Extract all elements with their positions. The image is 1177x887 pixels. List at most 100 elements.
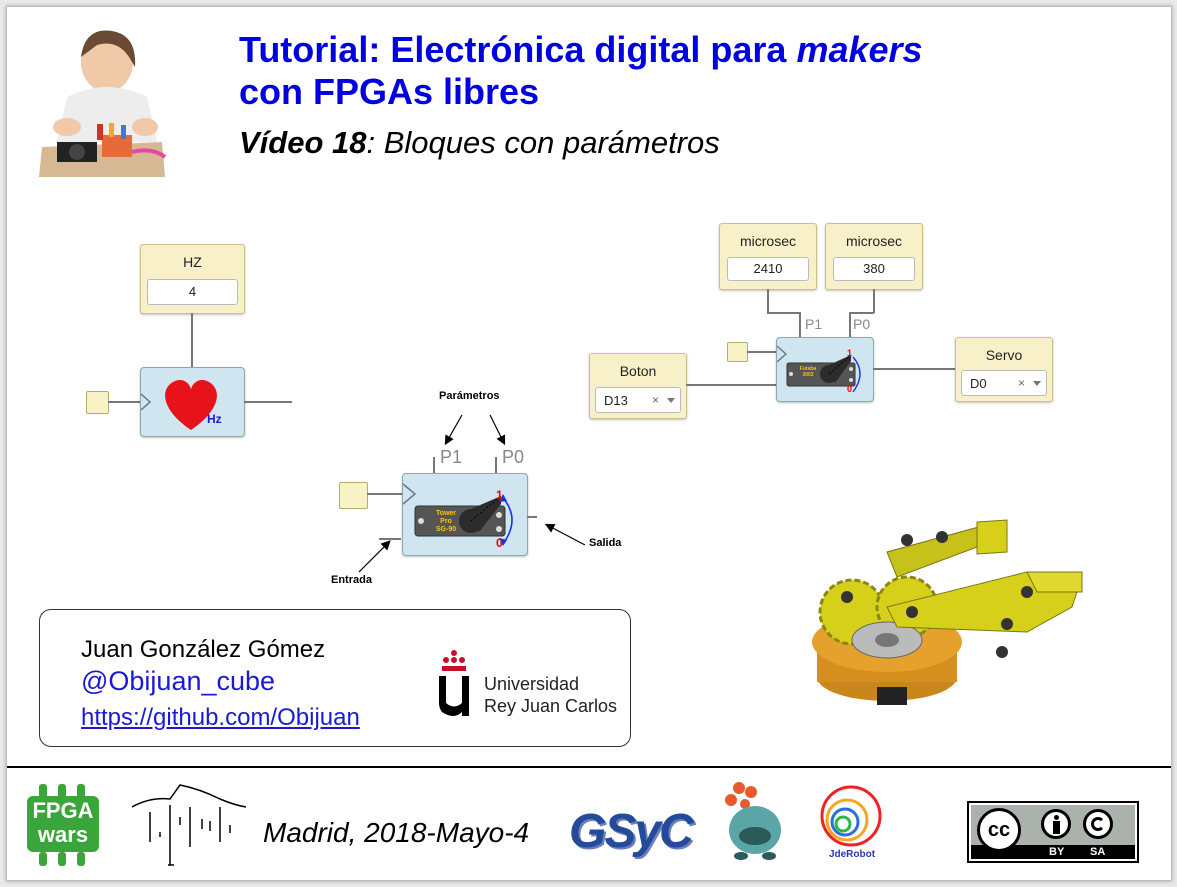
tower-mark-0: 0 xyxy=(496,536,503,550)
servo-output-wire xyxy=(527,516,537,518)
author-github-link[interactable]: https://github.com/Obijuan xyxy=(81,704,360,731)
date-location: Madrid, 2018-Mayo-4 xyxy=(263,817,530,848)
heart-block[interactable]: Hz xyxy=(140,367,245,437)
by-person-icon xyxy=(1041,809,1071,839)
center-p1-wire xyxy=(433,457,435,473)
microsec-2-wire-a xyxy=(873,289,875,313)
servo-input-port[interactable] xyxy=(339,482,368,509)
futaba-servo-text-1: Futaba xyxy=(799,366,817,372)
futaba-input-port[interactable] xyxy=(727,342,748,362)
futaba-servo-text: Futaba 3003 xyxy=(793,366,823,378)
servo-clear-icon[interactable]: × xyxy=(1018,376,1026,390)
boton-clear-icon[interactable]: × xyxy=(652,393,660,407)
hz-param-wire xyxy=(191,313,193,367)
heart-icon xyxy=(141,379,217,430)
subtitle-bold: Vídeo 18 xyxy=(239,125,367,160)
urjc-line1: Universidad xyxy=(484,674,580,694)
center-p1-label: P1 xyxy=(440,447,463,467)
gsyc-text: GSyC xyxy=(569,805,694,858)
robot-mascot-logo xyxy=(725,782,781,860)
microsec-1-value[interactable]: 2410 xyxy=(727,257,809,281)
urjc-line2: Rey Juan Carlos xyxy=(484,696,618,716)
title-line1-prefix: Tutorial: Electrónica digital para xyxy=(239,29,797,70)
microsec-1-wire-a xyxy=(767,289,769,313)
gsyc-logo: GSyC xyxy=(567,802,697,858)
center-p0-wire xyxy=(495,457,497,473)
boton-wire xyxy=(686,384,777,386)
subtitle-rest: : Bloques con parámetros xyxy=(366,125,720,160)
futaba-mark-1: 1 xyxy=(847,348,853,358)
heart-hz-label: Hz xyxy=(207,412,222,426)
microsec-2-wire-c xyxy=(849,312,851,337)
boton-title: Boton xyxy=(619,363,657,379)
servo-output-box[interactable]: Servo D0 × xyxy=(955,337,1053,402)
jderobot-text: JdeRobot xyxy=(828,849,876,860)
fpgawars-line2: wars xyxy=(37,822,89,847)
maker-photo xyxy=(37,27,167,180)
slide: Tutorial: Electrónica digital para maker… xyxy=(6,6,1172,881)
urjc-logo-icon xyxy=(439,650,469,716)
microsec-1-wire-b xyxy=(767,312,800,314)
futaba-input-wire xyxy=(747,351,777,353)
hz-param-box[interactable]: HZ 4 xyxy=(140,244,245,314)
microsec-1-title: microsec xyxy=(739,233,796,249)
tower-servo-text-3: SG-90 xyxy=(435,526,457,533)
boton-select[interactable]: D13 × xyxy=(595,387,681,413)
fpgawars-logo-icon xyxy=(27,784,99,866)
sa-share-icon xyxy=(1083,809,1113,839)
servo-chevron-down-icon[interactable] xyxy=(1033,381,1041,386)
heart-input-wire xyxy=(108,401,141,403)
microsec-param-1[interactable]: microsec 2410 xyxy=(719,223,817,290)
author-handle[interactable]: @Obijuan_cube xyxy=(81,666,276,696)
cc-sa-label: SA xyxy=(1090,846,1106,858)
annotation-entrada: Entrada xyxy=(331,574,372,586)
microsec-2-value[interactable]: 380 xyxy=(833,257,915,281)
fpgawars-line1: FPGA xyxy=(32,798,94,823)
microsec-2-wire-b xyxy=(849,312,874,314)
sketch-logo xyxy=(131,784,247,866)
tower-servo-icon xyxy=(403,483,513,546)
annotation-parametros: Parámetros xyxy=(439,390,500,402)
right-p1-label: P1 xyxy=(805,316,823,332)
jderobot-logo-icon xyxy=(820,785,882,847)
center-p0-label: P0 xyxy=(502,447,525,467)
futaba-servo-icon xyxy=(777,345,861,393)
servo-select[interactable]: D0 × xyxy=(961,370,1047,396)
servo-out-wire xyxy=(873,368,956,370)
hz-param-title: HZ xyxy=(183,254,202,270)
servo-select-value: D0 xyxy=(970,376,987,391)
jderobot-logo: JdeRobot xyxy=(817,784,887,864)
heart-output-wire xyxy=(244,401,292,403)
right-p0-label: P0 xyxy=(853,316,871,332)
boton-chevron-down-icon[interactable] xyxy=(667,398,675,403)
cc-license-badge: cc BY SA xyxy=(967,801,1139,863)
hz-param-value[interactable]: 4 xyxy=(147,279,238,305)
center-annotation-arrows xyxy=(358,414,586,573)
cc-by-label: BY xyxy=(1049,846,1065,858)
cc-badge-bottom xyxy=(971,845,1135,859)
cc-icon: cc xyxy=(977,808,1021,852)
tower-servo-block[interactable]: Tower Pro SG-90 1 0 xyxy=(402,473,528,556)
fpgawars-logo: FPGA wars xyxy=(25,784,101,866)
tower-servo-text-2: Pro xyxy=(440,518,452,525)
robot-gripper-image xyxy=(812,519,1083,705)
microsec-param-2[interactable]: microsec 380 xyxy=(825,223,923,290)
annotation-salida: Salida xyxy=(589,537,622,549)
boton-input-box[interactable]: Boton D13 × xyxy=(589,353,687,419)
tower-servo-text: Tower Pro SG-90 xyxy=(428,510,464,534)
futaba-mark-0: 0 xyxy=(847,384,853,394)
microsec-1-wire-c xyxy=(799,312,801,337)
microsec-2-title: microsec xyxy=(845,233,902,249)
author-box: Juan González Gómez @Obijuan_cube https:… xyxy=(39,609,631,747)
heart-input-port[interactable] xyxy=(86,391,109,414)
author-name: Juan González Gómez xyxy=(81,636,326,663)
tutorial-title: Tutorial: Electrónica digital para maker… xyxy=(239,29,1099,113)
title-line2: con FPGAs libres xyxy=(239,71,540,112)
servo-left-wire xyxy=(379,538,401,540)
footer-divider xyxy=(7,766,1171,768)
tower-mark-1: 1 xyxy=(496,488,503,502)
tower-servo-text-1: Tower xyxy=(435,510,457,517)
video-subtitle: Vídeo 18: Bloques con parámetros xyxy=(239,125,720,161)
servo-input-wire xyxy=(367,493,403,495)
futaba-servo-block[interactable]: Futaba 3003 1 0 xyxy=(776,337,874,402)
